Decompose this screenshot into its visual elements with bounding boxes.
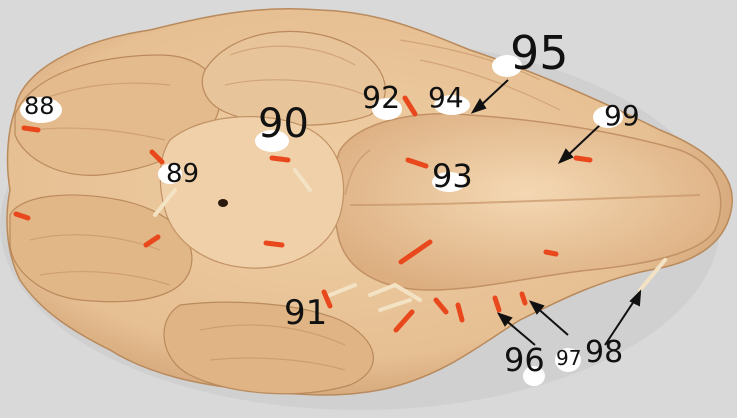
label-blob-88 xyxy=(20,97,62,123)
label-blob-95 xyxy=(492,55,522,77)
label-89: 89 xyxy=(166,159,200,189)
label-blob-90 xyxy=(255,130,289,152)
label-blob-92 xyxy=(372,98,402,120)
label-94: 94 xyxy=(428,81,464,114)
label-blob-97 xyxy=(555,348,581,372)
label-93: 93 xyxy=(432,157,473,195)
label-92: 92 xyxy=(362,81,401,116)
gyri-texture xyxy=(29,39,561,371)
temporal-lobe-lower xyxy=(163,301,374,395)
pointer-arrows xyxy=(470,79,642,346)
label-90: 90 xyxy=(258,101,309,147)
nerve-stumps xyxy=(153,168,667,312)
label-blob-94 xyxy=(434,95,470,115)
label-blob-89 xyxy=(158,164,182,184)
label-91: 91 xyxy=(284,293,328,333)
frontal-lobe-lower xyxy=(9,194,193,303)
label-blob-96 xyxy=(523,366,545,386)
label-blob-99 xyxy=(593,106,623,128)
optic-region xyxy=(159,116,345,269)
pons-fold xyxy=(344,149,371,196)
label-96: 96 xyxy=(504,341,545,379)
label-99: 99 xyxy=(604,99,640,132)
label-blob-93 xyxy=(432,172,466,192)
label-95: 95 xyxy=(510,26,569,80)
dark-spot xyxy=(218,199,228,207)
red-pins xyxy=(13,95,593,333)
label-98: 98 xyxy=(585,335,624,370)
label-88: 88 xyxy=(24,92,55,120)
brainstem-groove xyxy=(349,194,701,206)
label-97: 97 xyxy=(556,346,582,370)
